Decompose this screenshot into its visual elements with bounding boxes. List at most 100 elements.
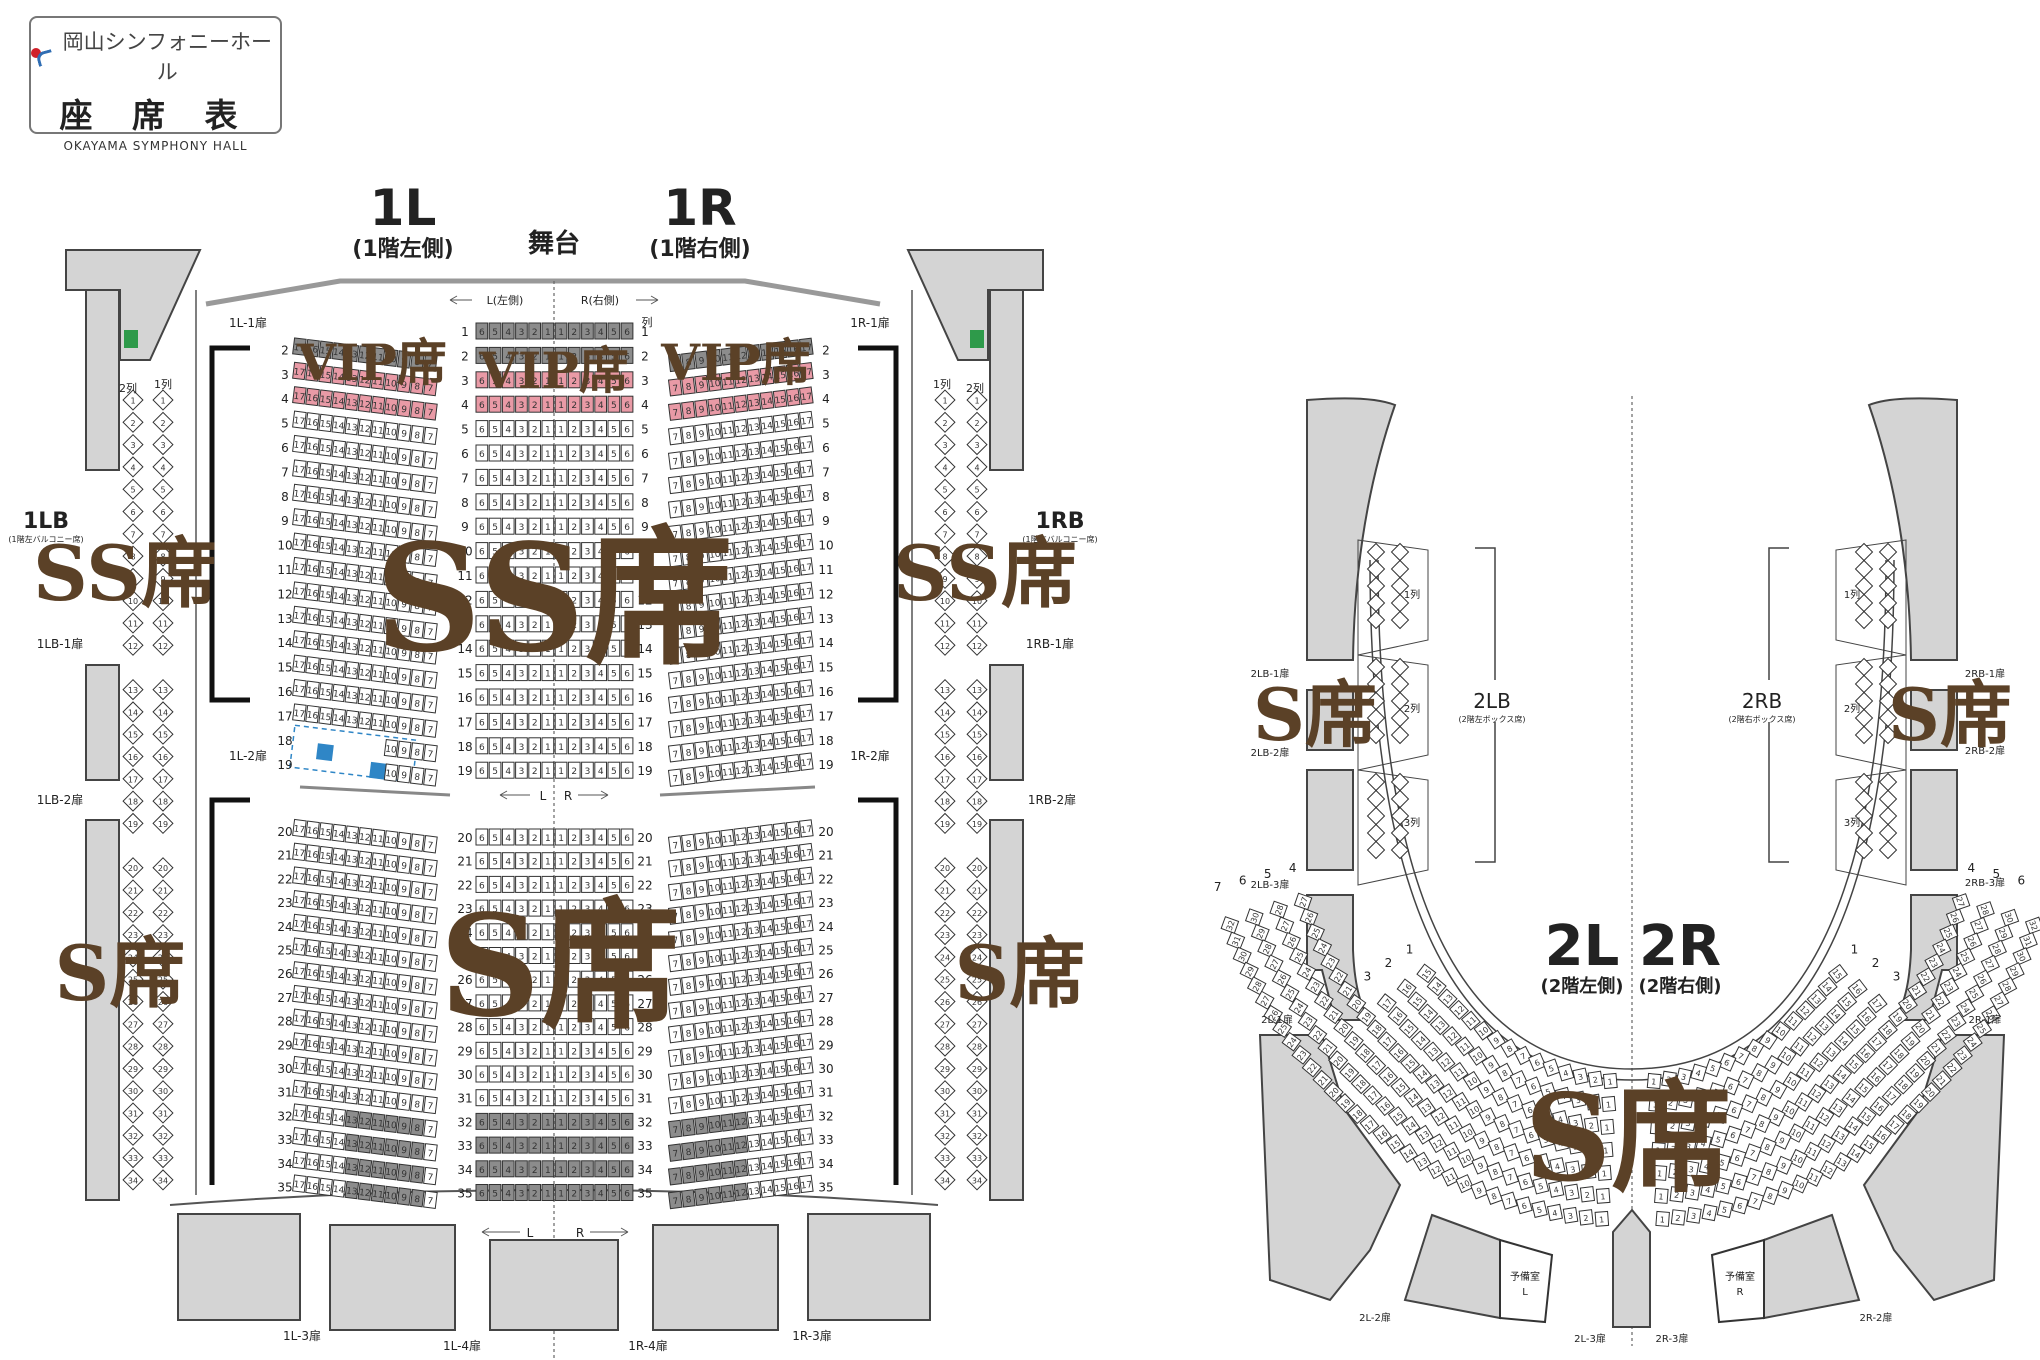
seat[interactable] [292,361,307,381]
seat[interactable] [541,371,555,389]
seat[interactable] [292,1127,307,1146]
seat[interactable] [357,516,373,535]
seat[interactable] [292,386,307,405]
seat[interactable] [383,972,399,991]
seat[interactable] [318,413,333,433]
seat[interactable] [409,1117,425,1137]
seat[interactable] [292,1103,307,1122]
seat[interactable] [357,613,373,633]
seat[interactable] [423,1166,438,1186]
seat[interactable] [396,447,412,467]
seat[interactable] [409,766,425,786]
seat[interactable] [344,872,360,892]
seat[interactable] [318,511,333,530]
seat[interactable] [331,1131,347,1151]
seat[interactable] [423,1119,438,1138]
seat[interactable] [528,371,541,389]
seat[interactable] [370,852,386,871]
seat[interactable] [383,568,399,587]
seat[interactable] [370,420,386,439]
seat[interactable] [409,1141,425,1160]
seat[interactable] [515,371,528,389]
seat[interactable] [357,1063,373,1083]
seat[interactable] [383,1067,399,1086]
seat[interactable] [396,1187,412,1206]
seat[interactable] [331,1084,347,1103]
seat[interactable]: 1 [1655,1210,1670,1227]
seat[interactable] [318,1059,333,1078]
seat[interactable] [344,660,360,680]
seat[interactable] [344,490,360,509]
seat[interactable] [383,494,399,514]
seat[interactable] [331,1155,347,1174]
seat[interactable] [554,371,568,389]
seat[interactable] [409,473,425,493]
seat[interactable] [292,913,307,933]
seat[interactable] [344,465,360,485]
seat[interactable] [409,1046,425,1066]
seat[interactable] [357,1111,373,1130]
seat[interactable] [383,592,399,612]
seat[interactable] [475,371,489,389]
seat[interactable] [344,563,360,582]
seat[interactable] [318,438,333,457]
seat[interactable] [305,582,320,602]
seat[interactable] [357,874,373,893]
seat[interactable] [396,740,412,760]
seat[interactable] [370,1112,386,1132]
seat[interactable] [318,1106,333,1125]
seat[interactable] [318,389,333,408]
seat[interactable] [292,630,307,649]
seat[interactable]: 8 [1761,1186,1780,1206]
seat[interactable] [396,879,412,898]
seat[interactable]: 9 [1470,1180,1489,1200]
seat[interactable] [357,540,373,560]
seat[interactable] [305,680,320,699]
seat[interactable] [423,1095,438,1115]
seat[interactable] [475,346,489,364]
seat[interactable] [318,657,333,677]
seat[interactable] [370,828,386,848]
seat[interactable] [409,522,425,542]
seat[interactable] [396,472,412,491]
seat[interactable] [318,633,333,652]
seat[interactable] [423,597,438,616]
seat[interactable]: 8 [1753,1114,1772,1134]
seat[interactable]: 29 [1239,961,1259,981]
seat[interactable] [318,988,333,1007]
seat[interactable] [292,483,307,503]
seat[interactable] [383,1138,399,1157]
seat[interactable] [409,951,425,971]
seat[interactable] [423,1024,438,1044]
seat[interactable]: 10 [1788,1148,1808,1169]
seat[interactable] [344,943,360,963]
seat[interactable] [423,768,438,787]
seat[interactable] [409,928,425,947]
seat[interactable] [331,610,347,629]
seat[interactable] [515,322,528,340]
seat[interactable] [396,496,412,516]
seat[interactable] [357,898,373,917]
seat[interactable] [370,1160,386,1179]
seat[interactable] [292,1055,307,1075]
seat[interactable] [409,857,425,876]
seat[interactable] [357,1016,373,1036]
seat[interactable]: 26 [1963,932,1983,951]
seat[interactable] [396,1116,412,1135]
seat[interactable] [331,415,347,434]
seat[interactable]: 8 [1493,1113,1512,1133]
box-seat[interactable] [1390,789,1410,809]
seat[interactable] [383,372,399,392]
seat[interactable] [331,439,347,459]
seat[interactable] [318,462,333,481]
seat[interactable]: 27 [1264,954,1284,974]
seat[interactable] [423,524,438,543]
seat[interactable] [292,532,307,551]
seat[interactable] [318,964,333,983]
seat[interactable] [292,654,307,673]
seat[interactable]: 6 [1730,1172,1748,1191]
seat[interactable] [383,1019,399,1039]
seat[interactable] [423,499,438,519]
seat[interactable] [383,948,399,968]
seat[interactable] [409,693,425,712]
